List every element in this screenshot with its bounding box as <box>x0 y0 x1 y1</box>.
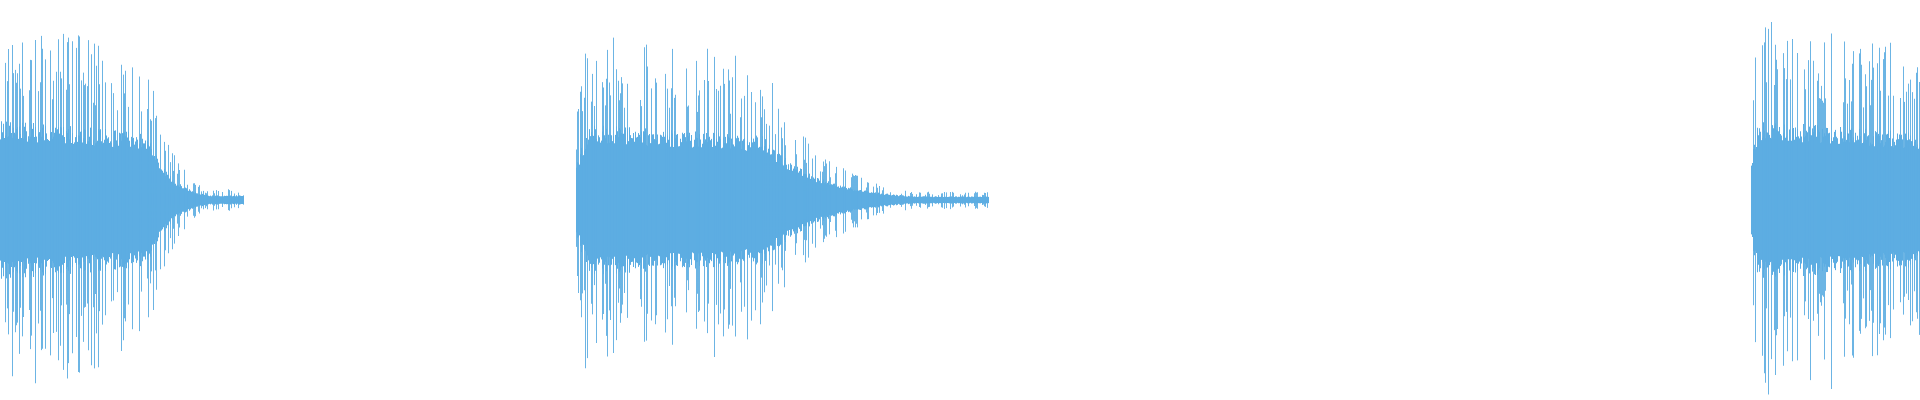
waveform-clip-3[interactable] <box>1751 22 1920 395</box>
waveform-clip-transients <box>5 33 239 384</box>
waveform-clips <box>0 22 1920 395</box>
waveform-clip-transients <box>1753 22 1920 395</box>
waveform-clip-2[interactable] <box>576 37 989 369</box>
waveform-clip-transients <box>576 37 988 369</box>
waveform-clip-1[interactable] <box>0 33 244 384</box>
